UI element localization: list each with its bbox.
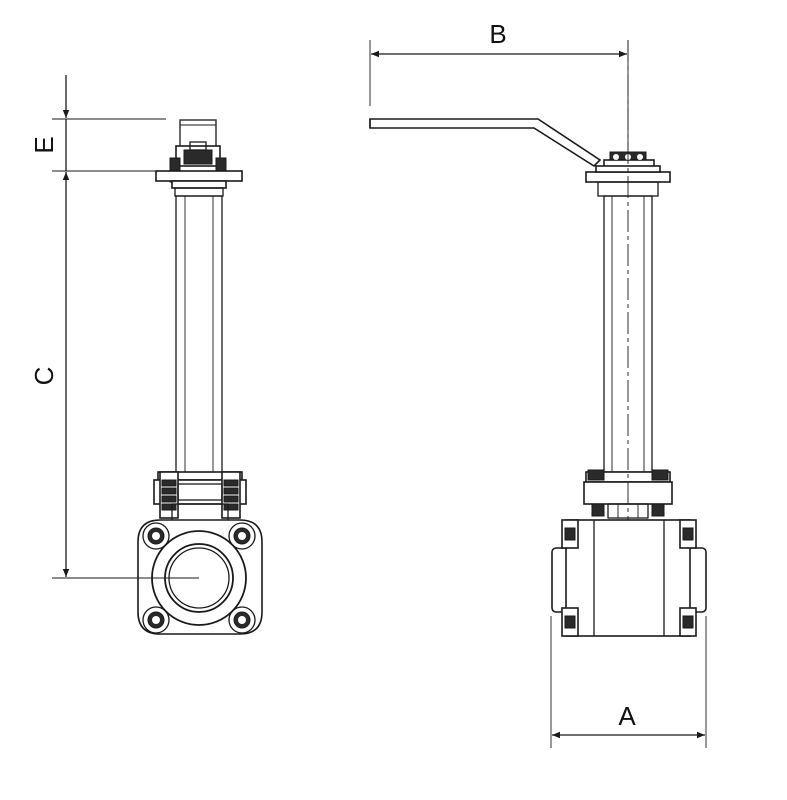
dimension-a-label: A [618, 701, 636, 731]
dimension-b-label: B [489, 19, 506, 49]
bolt-stack-left [161, 479, 177, 511]
body-bolt-bottom-right [228, 606, 256, 634]
front-stem-head [169, 119, 227, 183]
dimension-e-label: E [29, 136, 59, 153]
front-valve-body [137, 519, 263, 635]
body-bolt-bottom-left [142, 606, 170, 634]
side-valve-body [551, 519, 707, 637]
front-extension-tube [175, 195, 223, 475]
body-bolt-top-left [142, 522, 170, 550]
dimension-e: E [29, 75, 166, 172]
dimension-c: C [29, 172, 199, 579]
dimension-a: A [550, 616, 707, 748]
body-bolt-top-right [228, 522, 256, 550]
front-top-flange [155, 170, 243, 197]
front-bonnet-flange [153, 471, 247, 527]
side-view: B A [369, 19, 707, 748]
bolt-stack-right [223, 479, 239, 511]
dimension-b: B [369, 19, 629, 150]
front-view: E C [29, 75, 263, 635]
dimension-c-label: C [29, 367, 59, 386]
handle-lever [369, 118, 602, 168]
